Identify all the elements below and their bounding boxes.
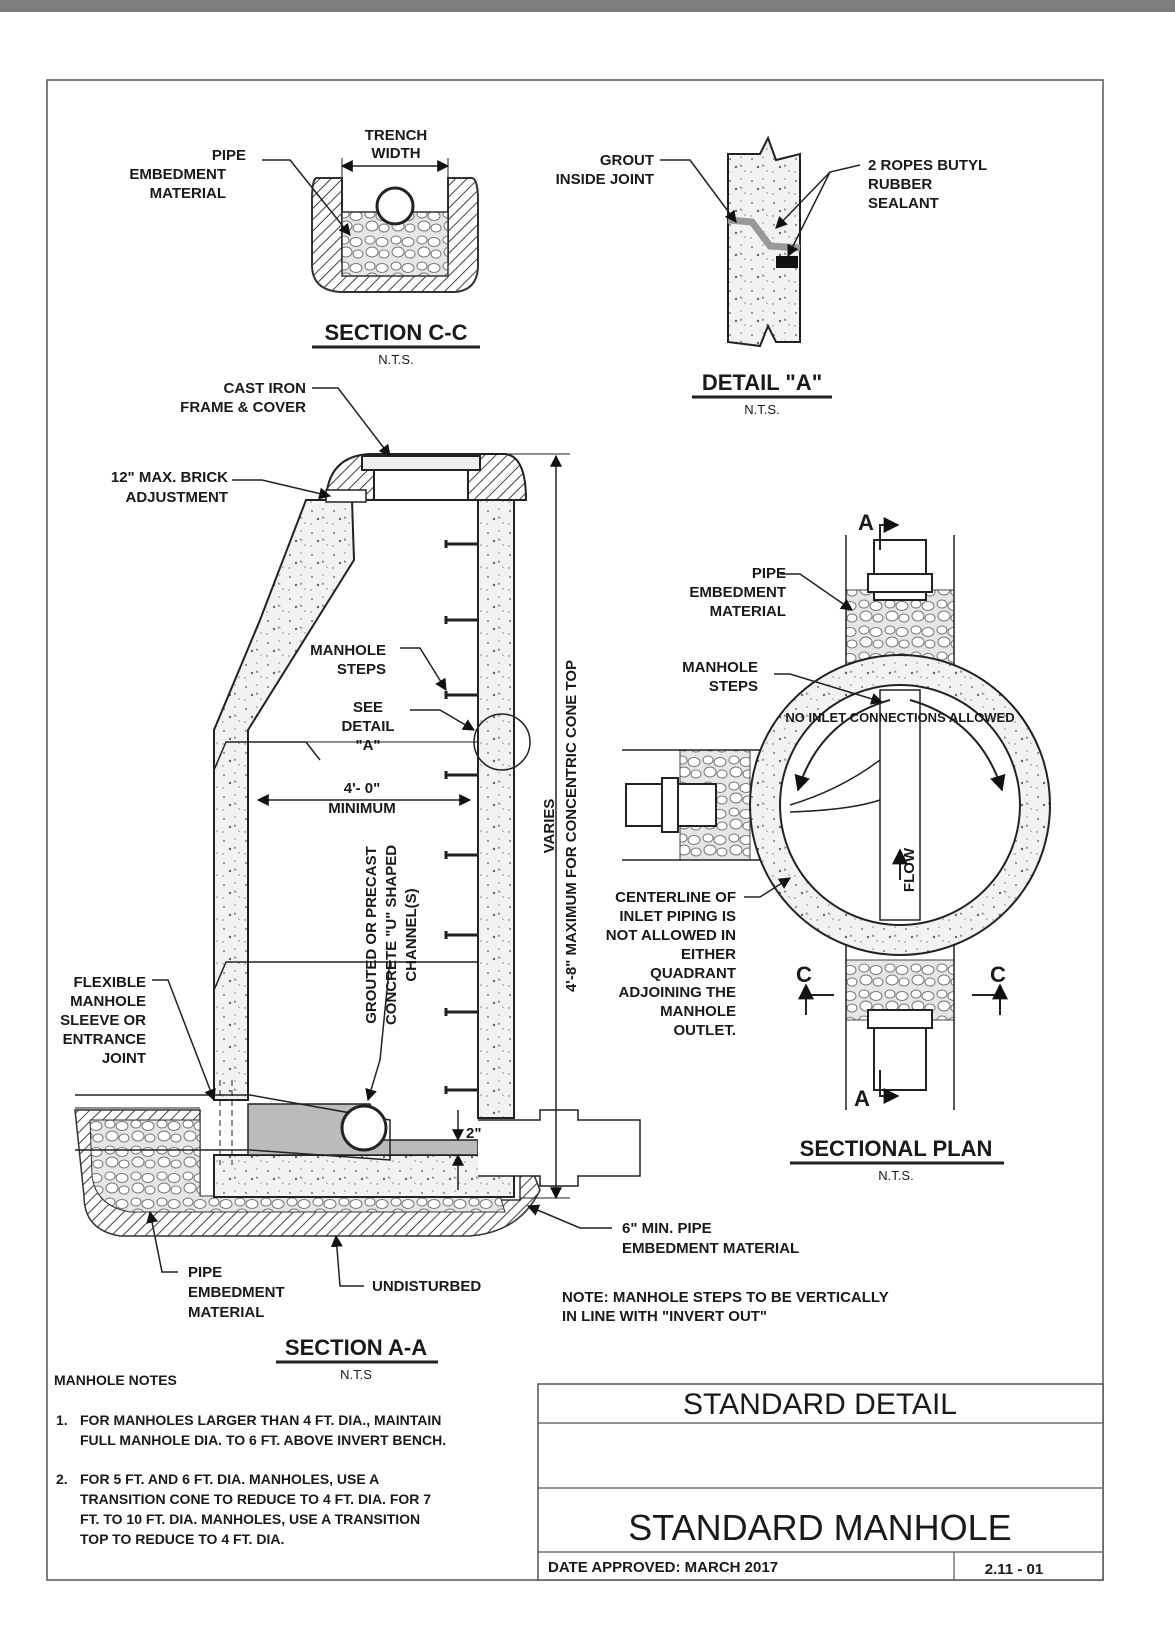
note-2-line-2: TRANSITION CONE TO REDUCE TO 4 FT. DIA. … [80, 1491, 431, 1507]
centerline-label-7: MANHOLE [660, 1003, 736, 1020]
sealant-label-2: RUBBER [868, 176, 932, 193]
centerline-label-3: NOT ALLOWED IN [606, 927, 736, 944]
flexible-label-5: JOINT [102, 1050, 146, 1067]
centerline-label-6: ADJOINING THE [618, 984, 736, 1001]
note-2-line-1: FOR 5 FT. AND 6 FT. DIA. MANHOLES, USE A [80, 1471, 379, 1487]
two-inch-label: 2" [466, 1125, 481, 1142]
frame-cover-label-2: FRAME & COVER [180, 399, 306, 416]
detail-a-title: DETAIL "A" [702, 370, 822, 395]
notes-heading: MANHOLE NOTES [54, 1372, 177, 1388]
note-2-number: 2. [56, 1471, 68, 1487]
detail-a-drawing [660, 135, 861, 348]
aa-embedment-label-3: MATERIAL [188, 1304, 264, 1321]
note-2-line-4: TOP TO REDUCE TO 4 FT. DIA. [80, 1531, 284, 1547]
note-1-line-1: FOR MANHOLES LARGER THAN 4 FT. DIA., MAI… [80, 1412, 441, 1428]
undisturbed-label: UNDISTURBED [372, 1278, 481, 1295]
aa-embedment-label-2: EMBEDMENT [188, 1284, 285, 1301]
centerline-label-4: EITHER [681, 946, 736, 963]
see-detail-label-2: DETAIL [341, 718, 394, 735]
flow-label: FLOW [901, 847, 918, 892]
plan-embedment-label-1: PIPE [752, 565, 786, 582]
detail-a-scale: N.T.S. [744, 402, 779, 417]
see-detail-label-1: SEE [353, 699, 383, 716]
title-block [537, 1383, 1104, 1581]
flexible-label-4: ENTRANCE [63, 1031, 146, 1048]
section-c-right-marker: C [990, 962, 1006, 987]
note-1-line-2: FULL MANHOLE DIA. TO 6 FT. ABOVE INVERT … [80, 1432, 446, 1448]
section-cc-drawing [262, 158, 479, 293]
brick-label-2: ADJUSTMENT [125, 489, 228, 506]
channel-label-3: CHANNEL(S) [403, 888, 420, 981]
channel-label-1: GROUTED OR PRECAST [363, 846, 380, 1024]
title-block-header: STANDARD DETAIL [683, 1388, 957, 1421]
section-c-left-marker: C [796, 962, 812, 987]
plan-embedment-label-2: EMBEDMENT [689, 584, 786, 601]
centerline-label-8: OUTLET. [674, 1022, 737, 1039]
note-1-number: 1. [56, 1412, 68, 1428]
section-cc-title: SECTION C-C [325, 320, 468, 345]
cc-embedment-label-3: MATERIAL [150, 185, 226, 202]
note-2-line-3: FT. TO 10 FT. DIA. MANHOLES, USE A TRANS… [80, 1511, 420, 1527]
steps-note-2: IN LINE WITH "INVERT OUT" [562, 1308, 767, 1325]
plan-embedment-label-3: MATERIAL [710, 603, 786, 620]
see-detail-label-3: "A" [355, 737, 380, 754]
date-approved: DATE APPROVED: MARCH 2017 [548, 1559, 778, 1576]
frame-cover-label-1: CAST IRON [224, 380, 307, 397]
trench-width-label-1: TRENCH [365, 127, 428, 144]
section-cc-scale: N.T.S. [378, 352, 413, 367]
aa-steps-label-1: MANHOLE [310, 642, 386, 659]
min-dim-label-2: MINIMUM [328, 800, 396, 817]
trench-width-label-2: WIDTH [371, 145, 420, 162]
plan-steps-label-1: MANHOLE [682, 659, 758, 676]
section-a-top-marker: A [858, 510, 874, 535]
sectional-plan-title: SECTIONAL PLAN [800, 1136, 993, 1161]
brick-label-1: 12" MAX. BRICK [111, 469, 228, 486]
section-aa-scale: N.T.S [340, 1367, 372, 1382]
drawing-number: 2.11 - 01 [985, 1561, 1043, 1578]
centerline-label-2: INLET PIPING IS [619, 908, 736, 925]
grout-label-2: INSIDE JOINT [556, 171, 654, 188]
top-bar [0, 0, 1175, 12]
grout-label-1: GROUT [600, 152, 654, 169]
flexible-label-2: MANHOLE [70, 993, 146, 1010]
no-inlet-arc-label: NO INLET CONNECTIONS ALLOWED [785, 710, 1014, 725]
min-dim-label-1: 4'- 0" [344, 780, 381, 797]
cc-embedment-label-2: EMBEDMENT [129, 166, 226, 183]
channel-label-2: CONCRETE "U" SHAPED [383, 845, 400, 1025]
varies-label: VARIES [541, 799, 558, 854]
flexible-label-3: SLEEVE OR [60, 1012, 146, 1029]
drawing-name: STANDARD MANHOLE [628, 1507, 1011, 1548]
aa-steps-label-2: STEPS [337, 661, 386, 678]
section-aa-drawing [74, 387, 641, 1287]
steps-note-1: NOTE: MANHOLE STEPS TO BE VERTICALLY [562, 1289, 889, 1306]
centerline-label-1: CENTERLINE OF [615, 889, 736, 906]
cc-embedment-label-1: PIPE [212, 147, 246, 164]
sealant-label-1: 2 ROPES BUTYL [868, 157, 987, 174]
section-a-bottom-marker: A [854, 1086, 870, 1111]
sealant-label-3: SEALANT [868, 195, 939, 212]
min-pipe-label-1: 6" MIN. PIPE [622, 1220, 712, 1237]
min-pipe-label-2: EMBEDMENT MATERIAL [622, 1240, 799, 1257]
sectional-plan-scale: N.T.S. [878, 1168, 913, 1183]
centerline-label-5: QUADRANT [650, 965, 736, 982]
aa-embedment-label-1: PIPE [188, 1264, 222, 1281]
flexible-label-1: FLEXIBLE [73, 974, 146, 991]
plan-steps-label-2: STEPS [709, 678, 758, 695]
sectional-plan-drawing [622, 517, 1051, 1110]
varies-max-label: 4'-8" MAXIMUM FOR CONCENTRIC CONE TOP [563, 660, 580, 992]
section-aa-title: SECTION A-A [285, 1335, 427, 1360]
